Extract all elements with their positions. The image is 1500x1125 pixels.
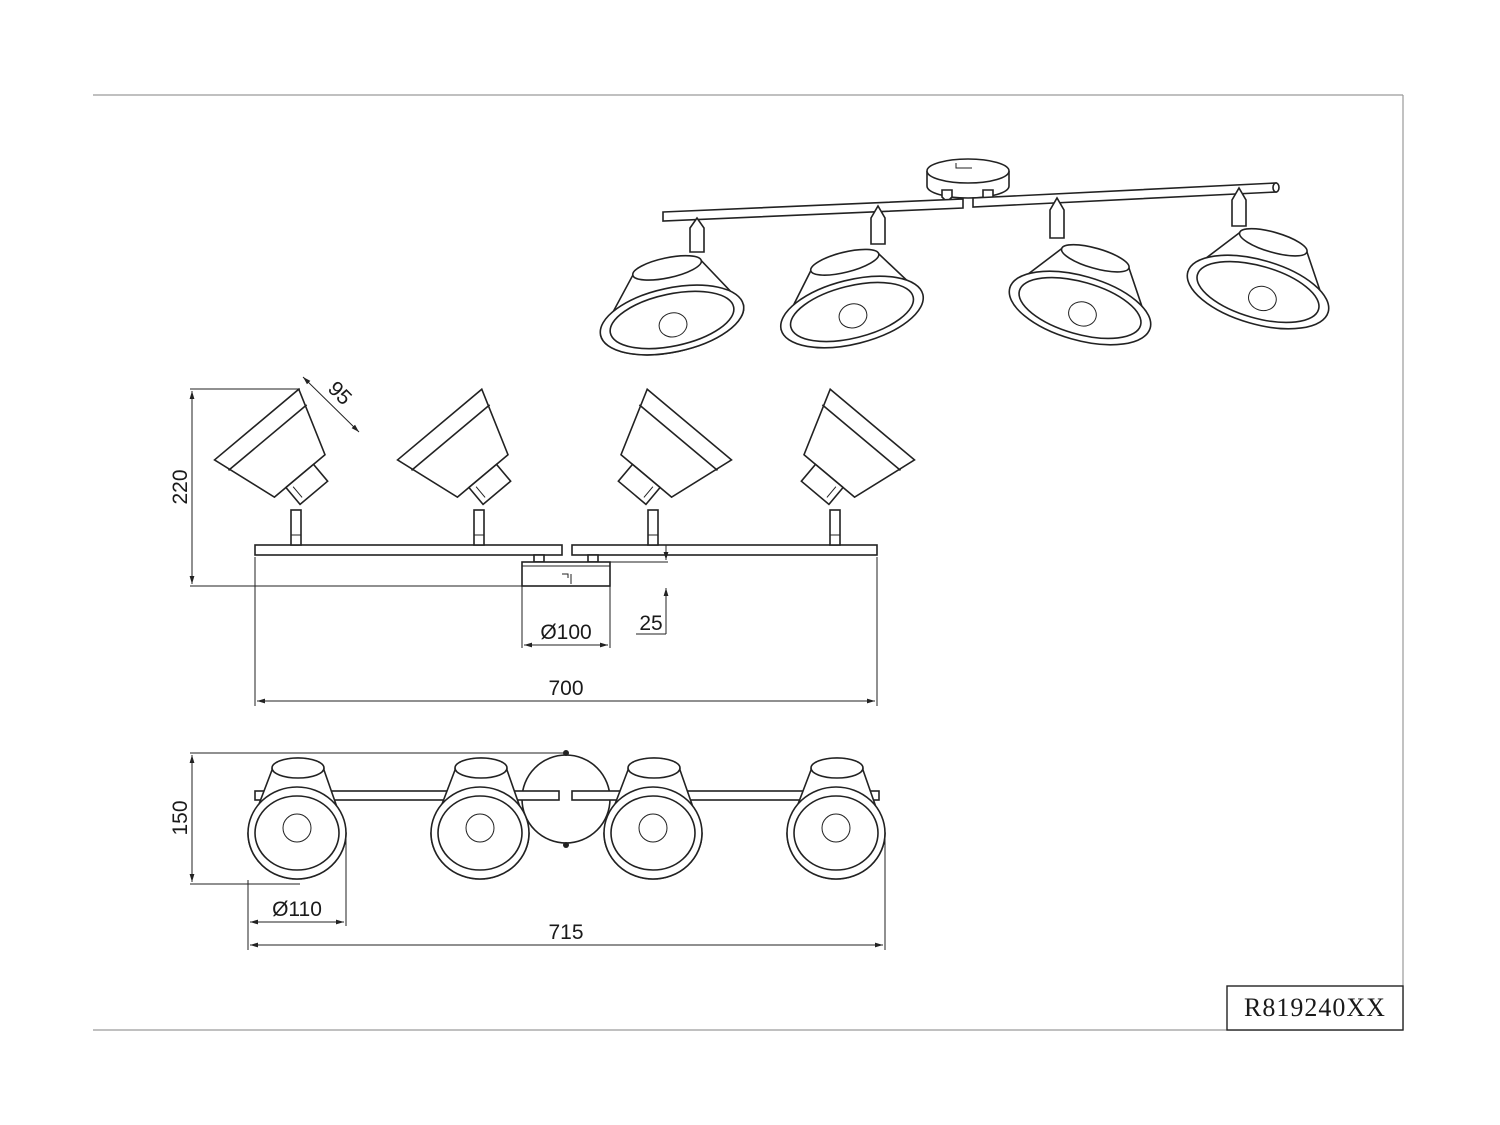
spotlight-1 (599, 216, 745, 356)
side-shade-3 (617, 387, 733, 506)
title-block: R819240XX (1226, 985, 1404, 1031)
shade-95-label: 95 (323, 377, 356, 410)
dimension-height-220: 220 (169, 388, 522, 587)
height-150-label: 150 (169, 800, 192, 835)
top-shade-4 (786, 757, 886, 880)
top-shade-3 (603, 757, 703, 880)
top-view: 150 Ø110 715 (169, 750, 886, 950)
top-shade-1 (247, 757, 347, 880)
length-715-label: 715 (548, 921, 583, 944)
perspective-view (599, 158, 1330, 356)
dimension-height-150: 150 (169, 752, 566, 885)
side-bars (254, 544, 878, 556)
shade-diameter-110-label: Ø110 (272, 898, 322, 921)
top-bars (254, 790, 880, 801)
side-canopy (521, 554, 611, 587)
dimension-length-715: 715 (247, 835, 886, 950)
model-code: R819240XX (1244, 993, 1386, 1022)
spotlight-2 (779, 204, 925, 349)
canopy (926, 158, 1010, 204)
dimension-shade-diameter-110: Ø110 (247, 835, 347, 926)
side-view: 220 95 25 Ø100 700 (169, 376, 916, 706)
spotlight-4 (1186, 186, 1330, 330)
canopy-25-label: 25 (639, 612, 662, 635)
spotlight-bars (662, 182, 1280, 222)
side-shade-1 (213, 387, 329, 506)
length-700-label: 700 (548, 677, 583, 700)
side-shade-4 (800, 387, 916, 506)
spotlight-3 (1008, 196, 1152, 346)
height-220-label: 220 (169, 469, 192, 504)
canopy-diameter-100-label: Ø100 (540, 621, 591, 644)
dimension-length-700: 700 (254, 557, 878, 706)
sheet-frame (93, 94, 1404, 1031)
dimension-canopy-25: 25 (610, 545, 669, 635)
top-shade-2 (430, 757, 530, 880)
side-stems (290, 509, 841, 546)
dimension-canopy-diameter-100: Ø100 (521, 586, 611, 648)
side-shade-2 (396, 387, 512, 506)
